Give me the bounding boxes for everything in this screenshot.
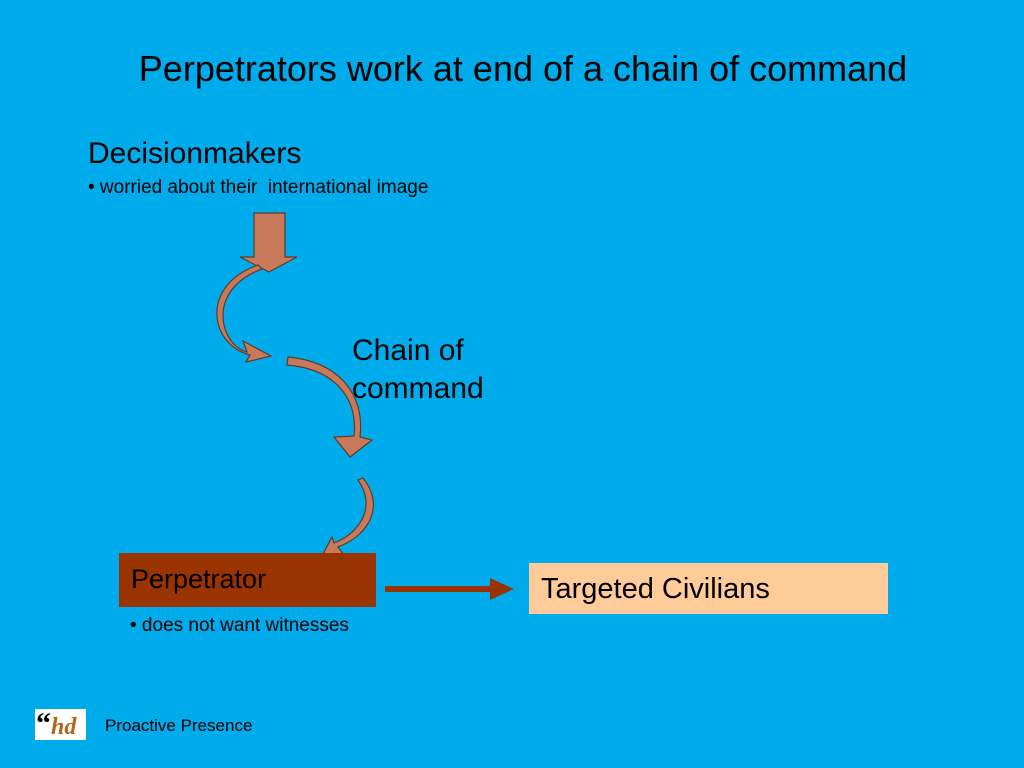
curved-arrow-1	[216, 264, 273, 363]
footer-text: Proactive Presence	[105, 716, 253, 735]
decisionmakers-heading: Decisionmakers	[88, 137, 302, 170]
targeted-civilians-label: Targeted Civilians	[541, 573, 770, 605]
chain-of-command-label: Chain of command	[352, 332, 552, 408]
slide-title: Perpetrators work at end of a chain of c…	[138, 48, 908, 89]
connector-arrowhead	[490, 578, 514, 600]
decisionmakers-bullet: • worried about their international imag…	[88, 177, 429, 198]
chain-label-line2: command	[352, 372, 484, 405]
curved-arrow-2	[286, 356, 374, 458]
curved-arrow-3	[320, 477, 374, 557]
perpetrator-box: Perpetrator	[119, 553, 376, 607]
perpetrator-bullet: • does not want witnesses	[130, 615, 349, 636]
logo-letters: hd	[51, 714, 77, 740]
connector-line	[385, 586, 493, 592]
down-block-arrow	[239, 212, 298, 273]
logo-quote-mark: “	[36, 709, 51, 740]
perpetrator-label: Perpetrator	[131, 564, 267, 594]
targeted-civilians-box: Targeted Civilians	[529, 563, 888, 614]
hd-logo: “ hd	[35, 709, 86, 740]
chain-label-line1: Chain of	[352, 334, 464, 367]
